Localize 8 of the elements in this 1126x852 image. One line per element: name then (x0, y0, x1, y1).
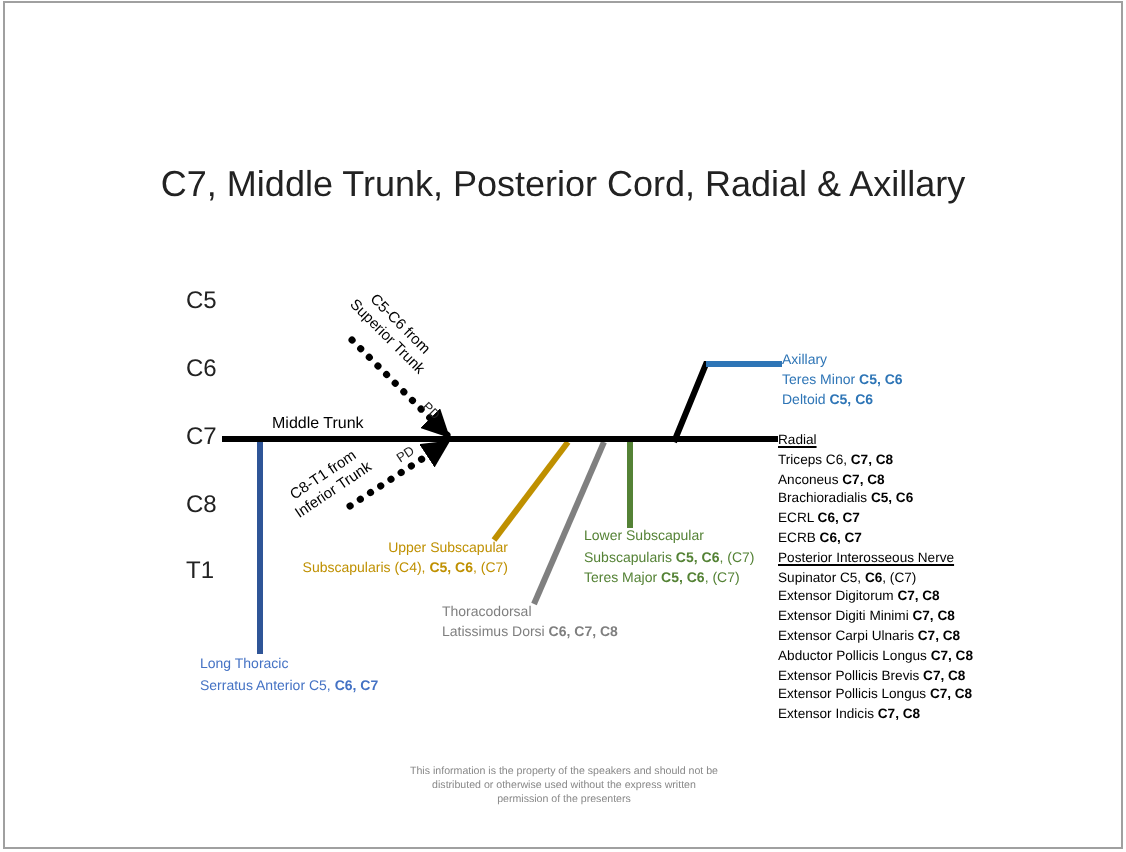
root-label: T1 (186, 554, 215, 587)
root-label: C5 (186, 284, 217, 317)
root-label: C6 (186, 352, 217, 385)
root-label: C7 (186, 420, 217, 453)
title: C7, Middle Trunk, Posterior Cord, Radial & Axillary (158, 164, 968, 206)
nerve-trunk-line (222, 436, 768, 442)
root-label: C8 (186, 488, 217, 521)
trunk-label: Middle Trunk (272, 414, 364, 432)
